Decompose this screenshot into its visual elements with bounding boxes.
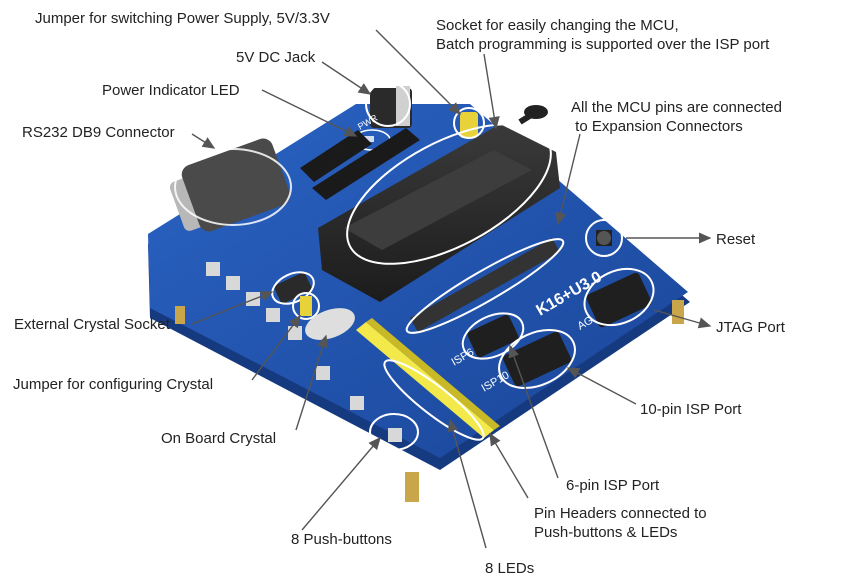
callout-expansion-line1: All the MCU pins are connected	[571, 99, 782, 116]
callout-power-jumper: Jumper for switching Power Supply, 5V/3.…	[35, 10, 330, 27]
arrow-isp6	[508, 344, 559, 479]
callout-mcu-socket-line2: Batch programming is supported over the …	[436, 36, 770, 53]
callout-isp10: 10-pin ISP Port	[640, 401, 742, 418]
arrow-dc-jack	[321, 61, 372, 95]
yellow-pin-header	[356, 318, 500, 438]
zif-socket	[318, 105, 560, 302]
jtag-connector	[583, 267, 655, 328]
arrow-isp10	[566, 367, 637, 405]
callout-crystal-socket: External Crystal Socket	[14, 316, 170, 333]
callout-isp6: 6-pin ISP Port	[566, 477, 660, 494]
arrow-power-led	[261, 89, 358, 137]
upper-pin-headers	[300, 128, 420, 200]
arrow-expansion	[555, 133, 581, 226]
callout-reset: Reset	[716, 231, 756, 248]
callout-pin-headers-line2: Push-buttons & LEDs	[534, 524, 678, 541]
led-row	[383, 359, 485, 441]
callout-arrows	[191, 29, 712, 549]
callout-leds: 8 LEDs	[485, 560, 535, 577]
callout-jtag: JTAG Port	[716, 319, 785, 336]
callout-push-buttons: 8 Push-buttons	[291, 531, 392, 548]
crystal-area	[271, 271, 355, 340]
dc-jack	[365, 81, 412, 128]
rs232-connector	[169, 138, 292, 232]
callout-onboard-crystal: On Board Crystal	[161, 430, 277, 447]
arrow-pin-headers	[489, 432, 529, 499]
expansion-connector	[405, 238, 565, 334]
reset-button	[585, 219, 623, 257]
arrow-power-jumper	[375, 29, 461, 115]
callout-crystal-jumper: Jumper for configuring Crystal	[13, 376, 214, 393]
callout-rs232: RS232 DB9 Connector	[22, 124, 175, 141]
arrow-crystal-socket	[191, 290, 274, 325]
arrow-mcu-socket	[483, 53, 500, 130]
callout-dc-jack: 5V DC Jack	[236, 49, 316, 66]
arrow-crystal-jumper	[251, 314, 301, 381]
arrow-rs232	[191, 133, 216, 149]
push-button-row	[206, 262, 419, 451]
callout-power-led: Power Indicator LED	[102, 82, 240, 99]
arrow-jtag	[653, 309, 712, 329]
arrow-push-buttons	[301, 436, 381, 531]
callout-pin-headers-line1: Pin Headers connected to	[534, 505, 707, 522]
callout-expansion-line2: to Expansion Connectors	[571, 118, 743, 135]
callout-mcu-socket-line1: Socket for easily changing the MCU,	[436, 17, 679, 34]
arrow-onboard-crystal	[295, 334, 328, 431]
arrow-leds	[447, 418, 487, 549]
